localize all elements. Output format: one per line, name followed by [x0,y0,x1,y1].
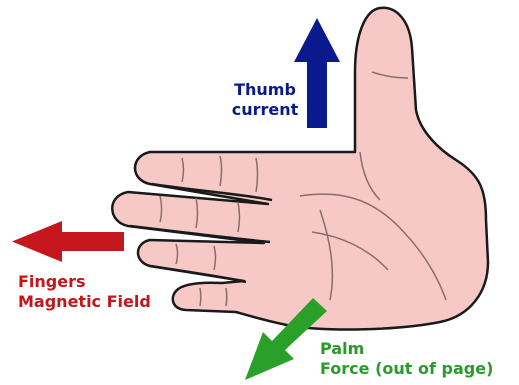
palm-label: Palm Force (out of page) [320,339,493,379]
thumb-label: Thumb current [223,80,307,120]
thumb-label-subtitle: current [223,100,307,120]
thumb-label-title: Thumb [223,80,307,100]
fingers-label: Fingers Magnetic Field [18,272,151,312]
fingers-arrow [12,221,124,262]
fingers-label-title: Fingers [18,272,151,292]
palm-label-subtitle: Force (out of page) [320,359,493,379]
fingers-label-subtitle: Magnetic Field [18,292,151,312]
palm-label-title: Palm [320,339,493,359]
